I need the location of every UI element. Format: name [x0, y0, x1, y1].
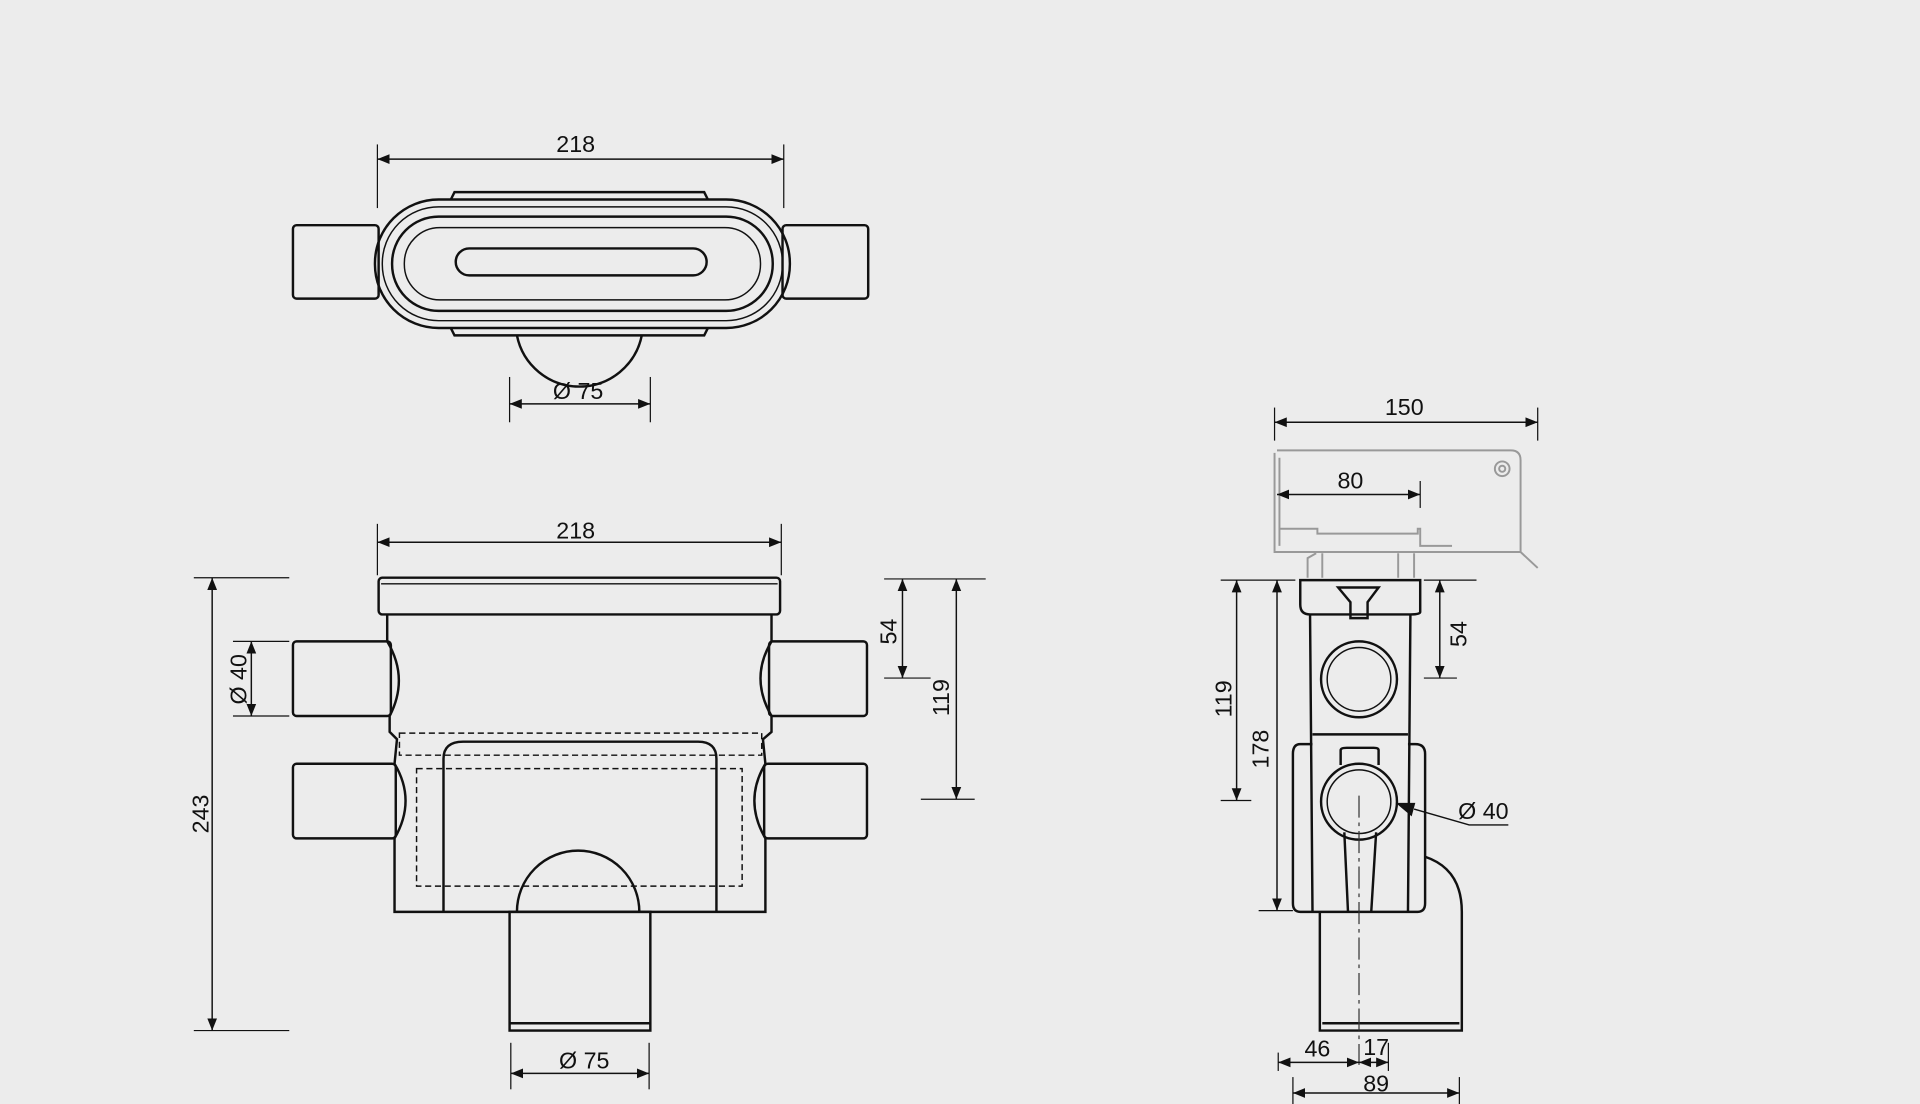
dim-bracket-inner: 80 — [1338, 467, 1364, 493]
dim-side-outlet-depth: 89 — [1363, 1071, 1389, 1097]
dim-side-offset-left: 46 — [1304, 1035, 1330, 1061]
side-view: 150 80 54 119 178 Ø 40 46 17 89 — [1211, 394, 1539, 1104]
dim-side-inlet: Ø 40 — [1458, 798, 1508, 824]
dim-bracket-width: 150 — [1385, 394, 1424, 420]
dim-side-offset-center: 17 — [1363, 1034, 1389, 1060]
dim-top-width: 218 — [556, 131, 595, 157]
dim-top-outlet: Ø 75 — [553, 378, 603, 404]
dim-front-outlet: Ø 75 — [559, 1048, 609, 1074]
dim-front-width: 218 — [556, 518, 595, 544]
top-view: 218 Ø 75 — [291, 131, 870, 423]
dim-side-lower-inlet-height: 119 — [1211, 680, 1237, 717]
dim-side-body-height: 178 — [1247, 730, 1273, 769]
dim-front-inlet: Ø 40 — [225, 654, 251, 704]
front-view: 218 243 Ø 40 54 119 Ø 75 — [187, 518, 986, 1090]
dim-side-inlet-height: 54 — [1446, 621, 1472, 647]
dim-front-inlet-height: 54 — [875, 619, 901, 645]
dim-front-lower-inlet-height: 119 — [928, 679, 954, 716]
dim-front-height: 243 — [187, 795, 213, 834]
